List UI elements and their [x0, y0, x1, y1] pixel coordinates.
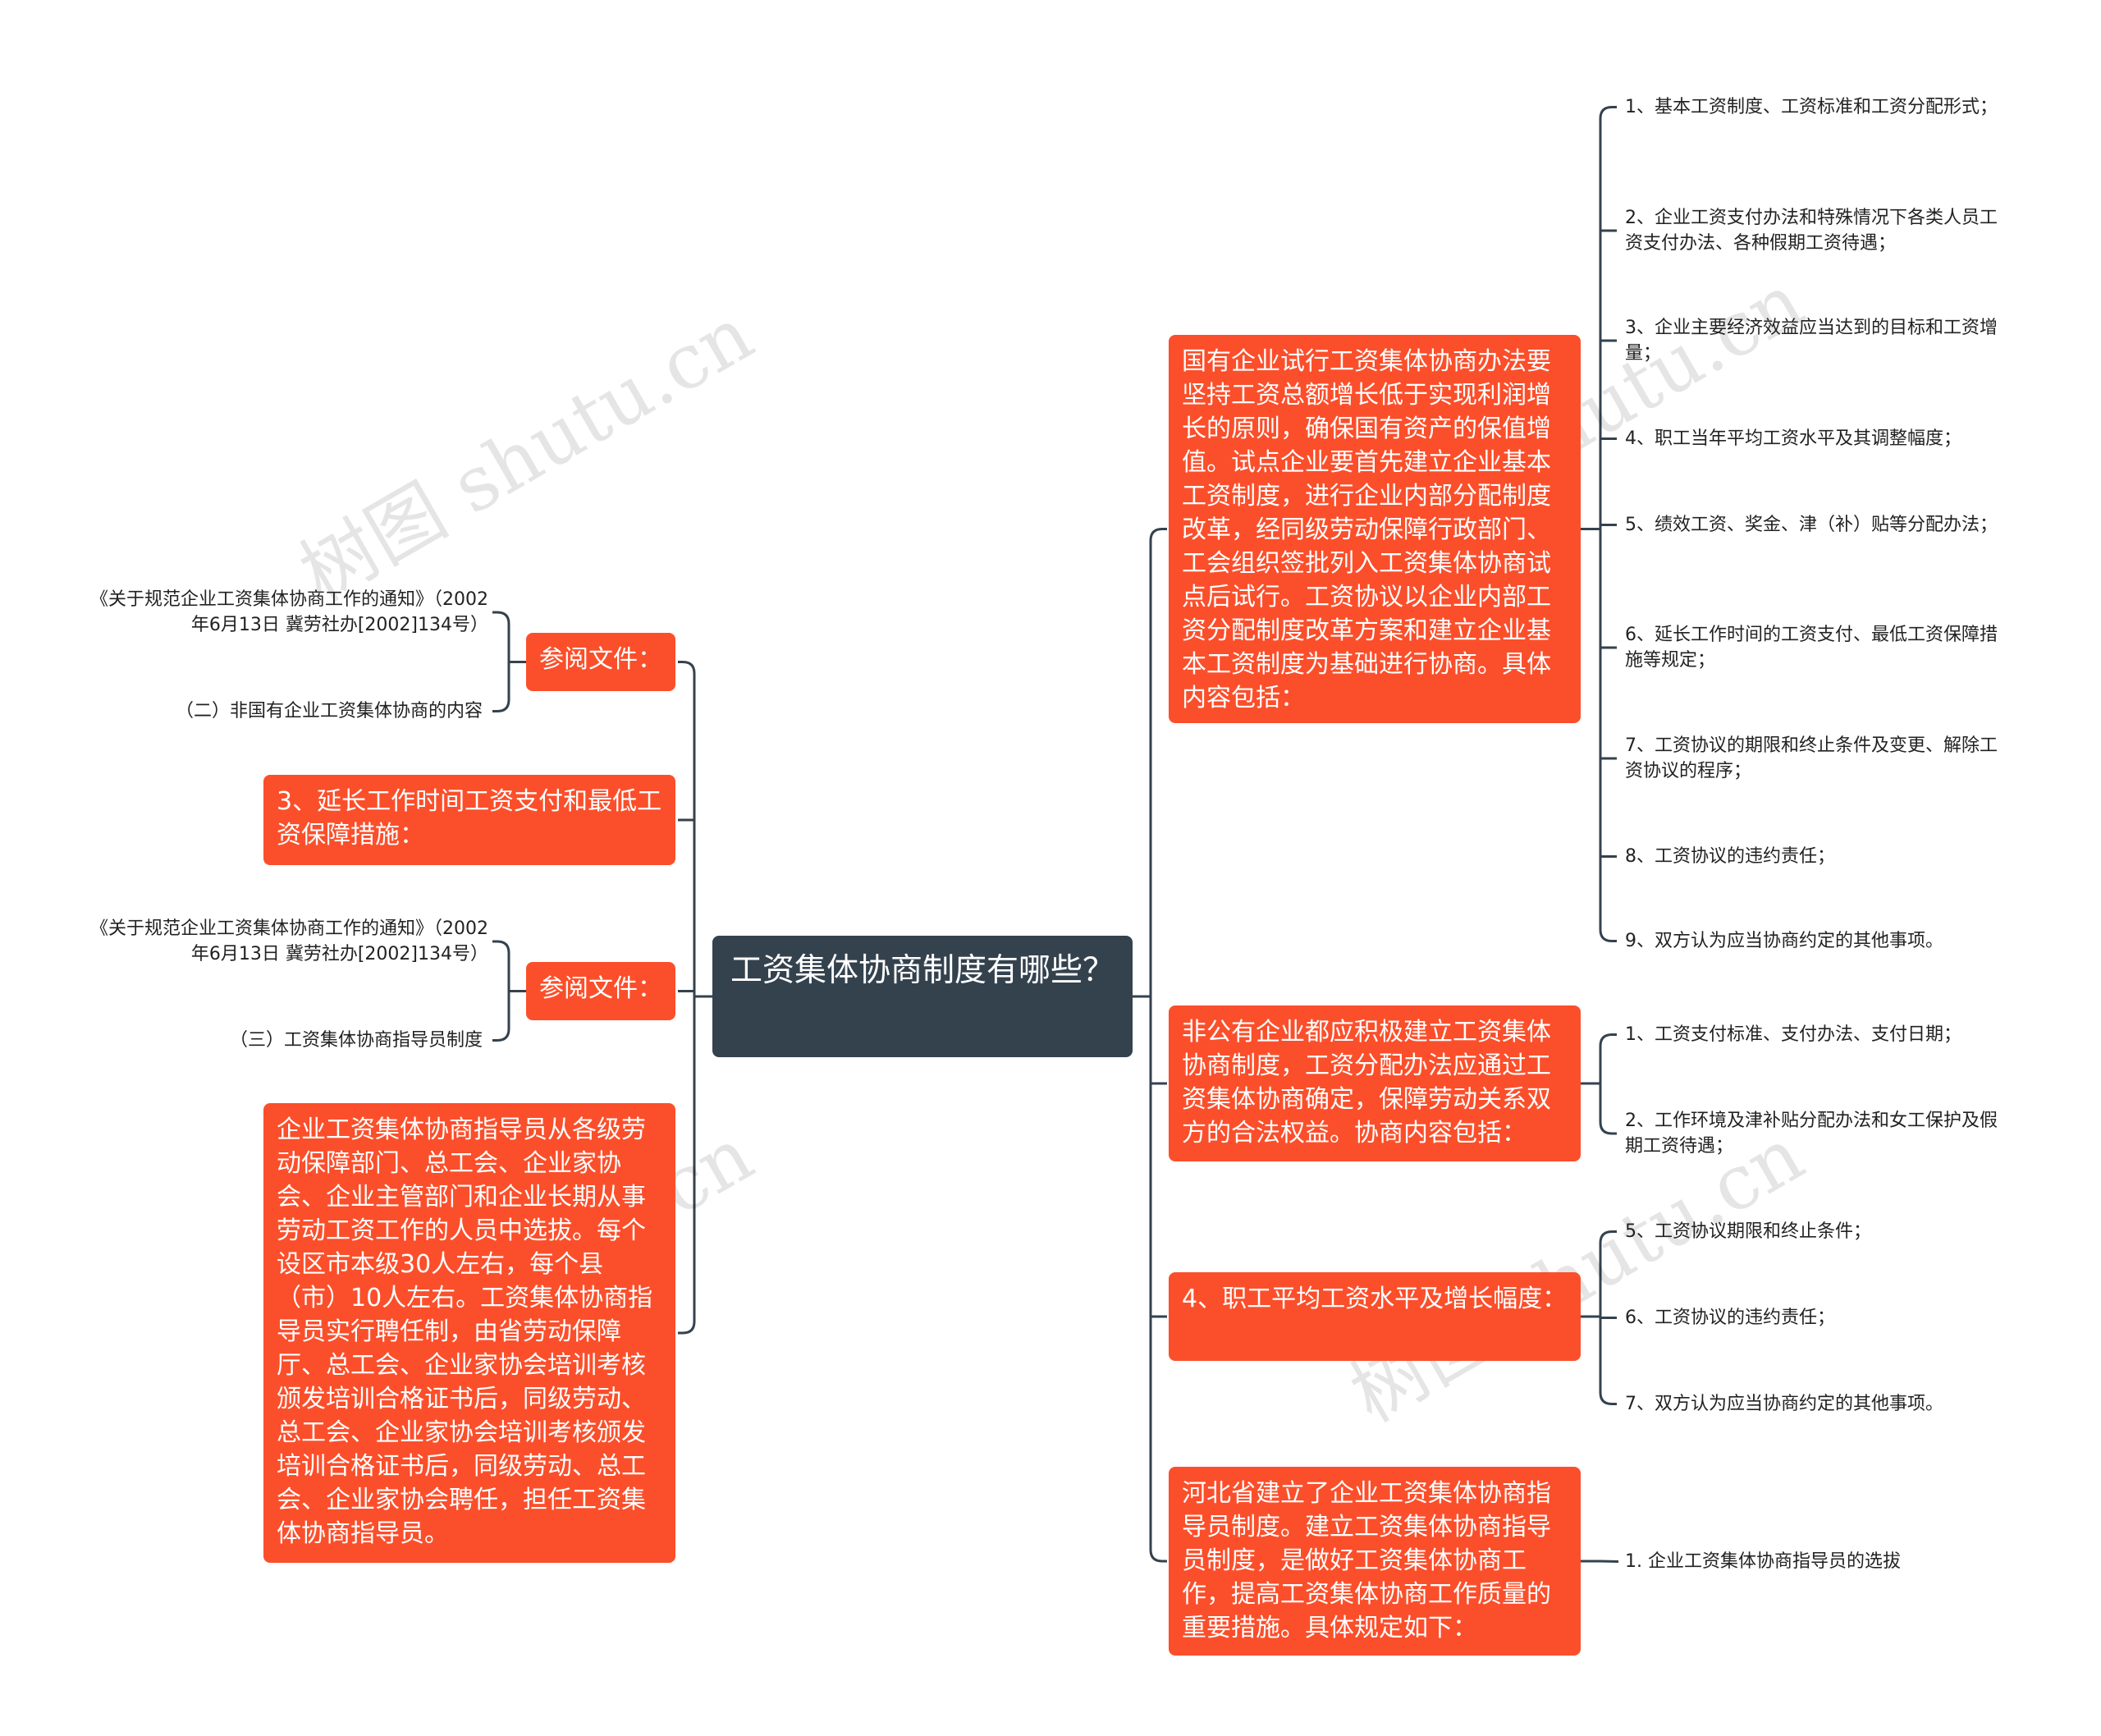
connector — [1149, 528, 1167, 541]
right-leaf: 7、工资协议的期限和终止条件及变更、解除工资协议的程序； — [1625, 735, 1998, 781]
right-leaf: 4、职工当年平均工资水平及其调整幅度； — [1625, 428, 1961, 449]
connector — [1600, 1560, 1619, 1563]
right-leaf: 1、基本工资制度、工资标准和工资分配形式； — [1625, 97, 1998, 117]
left-topic-instructor[interactable]: 企业工资集体协商指导员从各级劳动保障部门、总工会、企业家协会、企业主管部门和企业… — [263, 1103, 675, 1563]
right-leaf: 2、工作环境及津补贴分配办法和女工保护及假期工资待遇； — [1625, 1111, 1998, 1157]
connector — [1599, 1230, 1617, 1244]
right-leaf: 6、工资协议的违约责任； — [1625, 1308, 1835, 1328]
connector — [492, 699, 510, 712]
right-leaf: 5、工资协议期限和终止条件； — [1625, 1221, 1871, 1242]
right-leaf: 7、双方认为应当协商约定的其他事项。 — [1625, 1394, 1943, 1414]
left-topic-overtime[interactable]: 3、延长工作时间工资支付和最低工资保障措施： — [263, 775, 675, 865]
right-topic-avg-wage[interactable]: 4、职工平均工资水平及增长幅度： — [1169, 1272, 1581, 1361]
connector — [1599, 106, 1617, 119]
left-leaf: 《关于规范企业工资集体协商工作的通知》（2002年6月13日 冀劳社办[2002… — [90, 918, 488, 964]
right-topic-hebei[interactable]: 河北省建立了企业工资集体协商指导员制度。建立工资集体协商指导员制度，是做好工资集… — [1169, 1467, 1581, 1656]
connector — [678, 1321, 696, 1335]
right-leaf: 1. 企业工资集体协商指导员的选拔 — [1625, 1551, 1901, 1572]
right-leaf: 6、延长工作时间的工资支付、最低工资保障措施等规定； — [1625, 625, 1998, 671]
connector — [1599, 1392, 1617, 1405]
right-topic-non-public[interactable]: 非公有企业都应积极建立工资集体协商制度，工资分配办法应通过工资集体协商确定，保障… — [1169, 1005, 1581, 1161]
right-topic-state-owned[interactable]: 国有企业试行工资集体协商办法要坚持工资总额增长低于实现利润增长的原则，确保国有资… — [1169, 335, 1581, 723]
right-leaf: 8、工资协议的违约责任； — [1625, 846, 1835, 867]
connector — [678, 661, 696, 674]
right-leaf: 2、企业工资支付办法和特殊情况下各类人员工资支付办法、各种假期工资待遇； — [1625, 208, 1998, 254]
left-leaf: （二）非国有企业工资集体协商的内容 — [175, 701, 483, 721]
right-leaf: 5、绩效工资、奖金、津（补）贴等分配办法； — [1625, 515, 1998, 535]
right-leaf: 9、双方认为应当协商约定的其他事项。 — [1625, 931, 1943, 951]
connector — [492, 1028, 510, 1042]
left-topic-ref-2[interactable]: 参阅文件： — [526, 962, 675, 1020]
root-topic[interactable]: 工资集体协商制度有哪些？ — [712, 936, 1133, 1057]
connector — [492, 611, 510, 625]
connector — [1599, 1121, 1617, 1135]
connector — [1599, 1033, 1617, 1047]
connector — [1149, 1549, 1167, 1563]
left-leaf: （三）工资集体协商指导员制度 — [229, 1030, 483, 1051]
right-leaf: 3、企业主要经济效益应当达到的目标和工资增量； — [1625, 318, 1998, 364]
connector — [492, 940, 510, 954]
connector — [1599, 929, 1617, 942]
left-topic-ref-1[interactable]: 参阅文件： — [526, 633, 675, 691]
right-leaf: 1、工资支付标准、支付办法、支付日期； — [1625, 1024, 1961, 1045]
left-leaf: 《关于规范企业工资集体协商工作的通知》（2002年6月13日 冀劳社办[2002… — [90, 589, 488, 635]
